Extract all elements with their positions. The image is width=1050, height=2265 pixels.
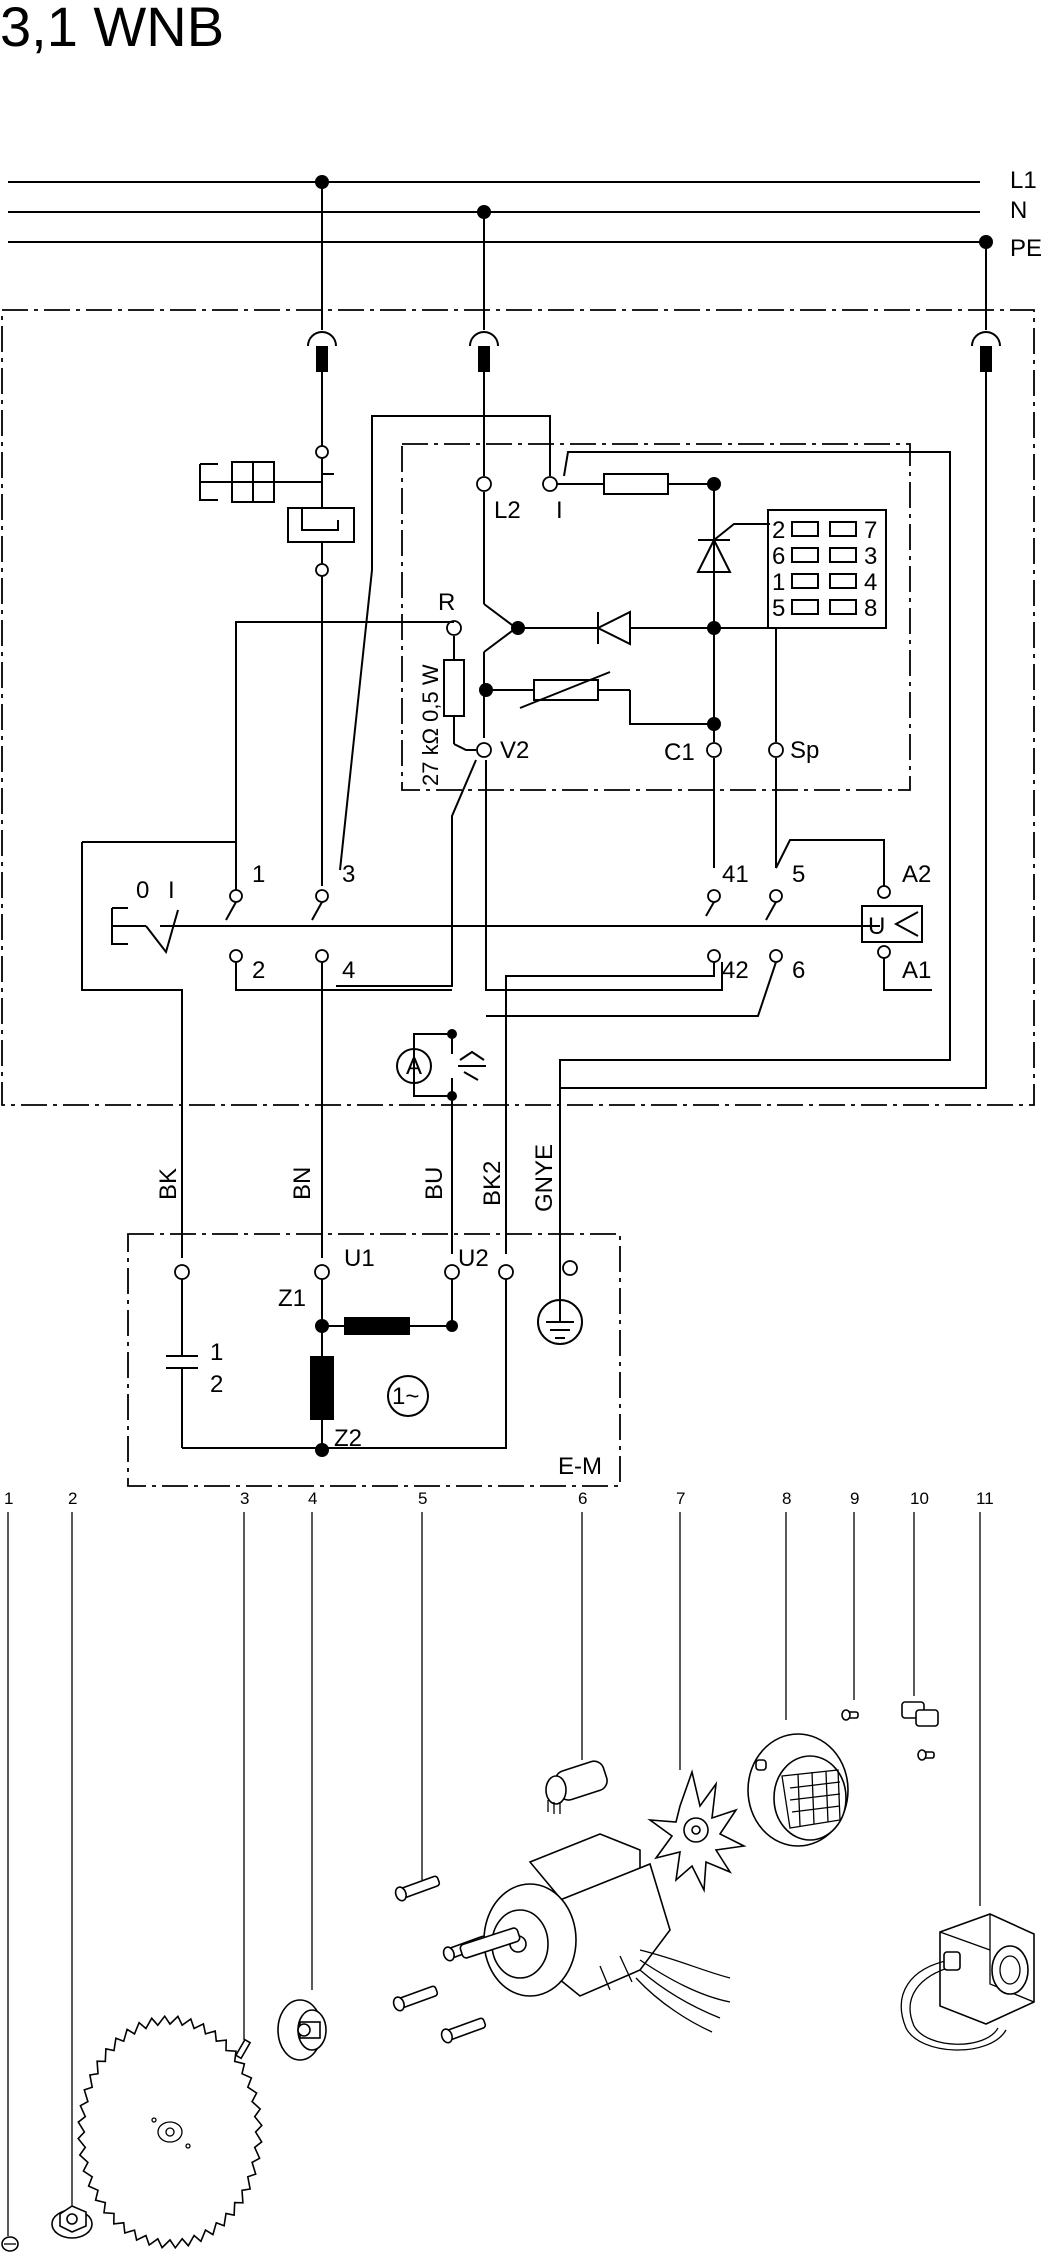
coil-symbol: U xyxy=(868,913,885,940)
wire-bk: BK xyxy=(155,1168,182,1200)
line-n-label: N xyxy=(1010,197,1027,224)
wire-gnye: GNYE xyxy=(531,1144,558,1212)
controller-enclosure xyxy=(401,443,911,791)
wire-bk2: BK2 xyxy=(479,1161,506,1206)
switch-contact-2: 2 xyxy=(252,957,265,984)
pin-1: 1 xyxy=(772,569,785,596)
line-pe-label: PE xyxy=(1010,235,1042,262)
motor-circuit: U1 U2 1 2 Z1 Z2 1~ E-M xyxy=(166,1245,602,1480)
part-4-blade-flange xyxy=(277,1999,327,2061)
coil-terminal-a2: A2 xyxy=(902,861,931,888)
pin-8: 8 xyxy=(864,595,877,622)
terminal-r-label: R xyxy=(438,589,455,616)
part-number-8: 8 xyxy=(782,1489,791,1508)
thermal-relay xyxy=(199,372,355,577)
switch-contact-3: 3 xyxy=(342,861,355,888)
coil-terminal-a1: A1 xyxy=(902,957,931,984)
part-3-key-pin xyxy=(234,2038,252,2060)
motor-body xyxy=(459,1833,731,2033)
part-10-cable-clamp xyxy=(901,1701,939,1761)
part-8-fan-cover xyxy=(747,1733,849,1847)
connector-block xyxy=(767,509,887,629)
motor-label: E-M xyxy=(558,1453,602,1480)
motor-terminal-u2: U2 xyxy=(458,1245,489,1272)
connector-pins: 2 7 6 3 1 4 5 8 xyxy=(772,517,877,622)
terminal-l2 xyxy=(476,476,492,492)
part-number-9: 9 xyxy=(850,1489,859,1508)
switch-on-label: I xyxy=(168,877,175,904)
switch-contact-4: 4 xyxy=(342,957,355,984)
saw-blade xyxy=(77,2014,263,2250)
controller-circuit: L2 I R 27 kΩ 0,5 W xyxy=(418,372,887,786)
resistor-label: 27 kΩ 0,5 W xyxy=(418,664,443,786)
wire-color-labels: BK BN BU BK2 GNYE xyxy=(155,1144,558,1212)
part-9-screw xyxy=(841,1709,859,1721)
part-number-1: 1 xyxy=(4,1489,13,1508)
terminal-sp xyxy=(768,742,784,758)
motor-terminal-u1: U1 xyxy=(344,1245,375,1272)
ammeter-symbol: A xyxy=(406,1053,422,1080)
terminal-r xyxy=(446,620,462,636)
part-2-flange-nut xyxy=(51,2205,93,2239)
winding-z2: Z2 xyxy=(334,1425,362,1452)
part-number-11: 11 xyxy=(976,1489,994,1508)
ammeter-icon xyxy=(396,1048,432,1084)
part-number-10: 10 xyxy=(910,1489,929,1508)
pin-6: 6 xyxy=(772,543,785,570)
pin-4: 4 xyxy=(864,569,877,596)
part-number-3: 3 xyxy=(240,1489,249,1508)
winding-z1: Z1 xyxy=(278,1285,306,1312)
device-enclosure xyxy=(1,309,1035,1106)
part-number-labels: 1 2 3 4 5 6 7 8 9 10 11 xyxy=(4,1489,994,1508)
part-5-screws xyxy=(392,1875,489,2044)
wire-bu: BU xyxy=(421,1167,448,1200)
supply-lines: L1 N PE xyxy=(8,167,1042,330)
pin-3: 3 xyxy=(864,543,877,570)
pin-7: 7 xyxy=(864,517,877,544)
terminal-i xyxy=(542,476,558,492)
plug-connectors xyxy=(307,331,1001,372)
part-number-5: 5 xyxy=(418,1489,427,1508)
terminal-l2-label: L2 xyxy=(494,497,521,524)
contactor-contact-6: 6 xyxy=(792,957,805,984)
contactor: 41 5 42 6 A2 U A1 xyxy=(486,839,932,1254)
pin-2: 2 xyxy=(772,517,785,544)
part-number-4: 4 xyxy=(308,1489,317,1508)
terminal-c1-label: C1 xyxy=(664,739,695,766)
switch-contact-1: 1 xyxy=(252,861,265,888)
ammeter-group: A xyxy=(396,372,987,1254)
main-switch: 1 3 0 I 2 4 xyxy=(81,569,880,1258)
switch-off-label: 0 xyxy=(136,877,149,904)
capacitor-pin-2: 2 xyxy=(210,1371,223,1398)
motor-enclosure xyxy=(127,1233,621,1487)
contactor-contact-5: 5 xyxy=(792,861,805,888)
capacitor-pin-1: 1 xyxy=(210,1339,223,1366)
part-6-capacitor xyxy=(545,1760,608,1814)
contactor-contact-41: 41 xyxy=(722,861,749,888)
part-number-2: 2 xyxy=(68,1489,77,1508)
part-7-fan xyxy=(647,1769,747,1893)
contactor-contact-42: 42 xyxy=(722,957,749,984)
terminal-i-label: I xyxy=(556,497,563,524)
part-1-screw xyxy=(1,2236,19,2252)
terminal-c1 xyxy=(706,742,722,758)
pin-5: 5 xyxy=(772,595,785,622)
contactor-coil xyxy=(861,905,923,943)
part-number-7: 7 xyxy=(676,1489,685,1508)
leader-lines xyxy=(7,1512,981,2236)
terminal-v2-label: V2 xyxy=(500,737,529,764)
page-title: 3,1 WNB xyxy=(0,0,224,58)
part-11-switch-box xyxy=(900,1913,1035,2051)
line-l1-label: L1 xyxy=(1010,167,1037,194)
terminal-v2 xyxy=(476,742,492,758)
wire-bn: BN xyxy=(289,1167,316,1200)
single-phase-icon xyxy=(387,1375,429,1417)
phase-symbol: 1~ xyxy=(392,1383,419,1410)
part-number-6: 6 xyxy=(578,1489,587,1508)
terminal-sp-label: Sp xyxy=(790,737,819,764)
